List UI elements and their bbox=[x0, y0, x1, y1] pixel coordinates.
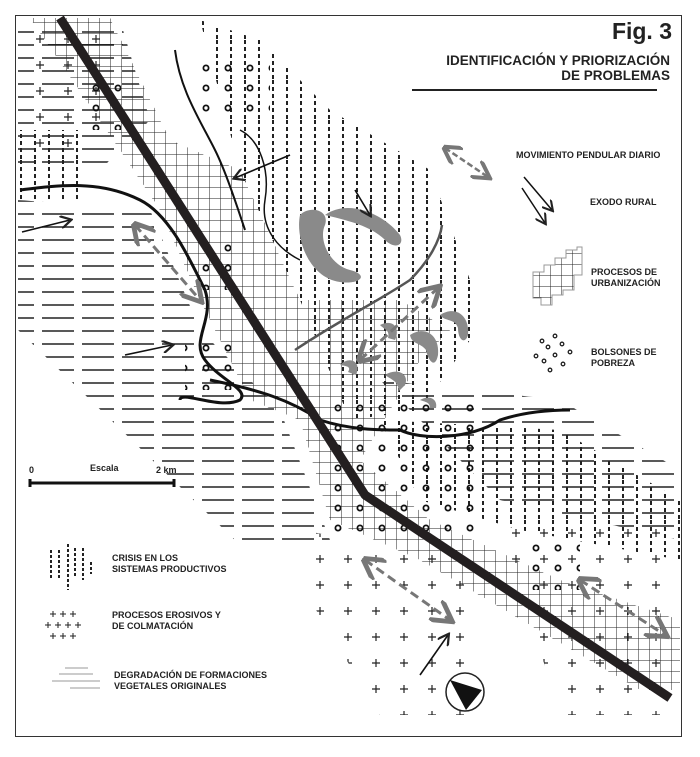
secondary-road bbox=[294, 224, 444, 352]
legend-exodo-label: EXODO RURAL bbox=[590, 197, 657, 207]
legend-pobreza-line-1: BOLSONES DE bbox=[591, 347, 657, 357]
scale-end-label: 2 km bbox=[156, 465, 177, 475]
rivers bbox=[19, 49, 571, 438]
scale-bar bbox=[28, 479, 176, 487]
north-compass-icon bbox=[445, 672, 485, 712]
title-underline bbox=[412, 89, 657, 91]
legend-erosivos-line-1: PROCESOS EROSIVOS Y bbox=[112, 610, 221, 620]
legend-erosivos-label: PROCESOS EROSIVOS Y DE COLMATACIÓN bbox=[112, 610, 221, 632]
scale-title: Escala bbox=[90, 463, 119, 473]
map-frame bbox=[15, 15, 682, 737]
legend-erosivos-line-2: DE COLMATACIÓN bbox=[112, 621, 194, 631]
legend-pendular-icon bbox=[445, 148, 488, 177]
legend-urbanizacion-line-1: PROCESOS DE bbox=[591, 267, 658, 277]
legend-crisis-line-2: SISTEMAS PRODUCTIVOS bbox=[112, 564, 227, 574]
title-line-1: IDENTIFICACIÓN Y PRIORIZACIÓN bbox=[446, 53, 670, 68]
map-title: IDENTIFICACIÓN Y PRIORIZACIÓN DE PROBLEM… bbox=[446, 53, 670, 83]
legend-crisis-label: CRISIS EN LOS SISTEMAS PRODUCTIVOS bbox=[112, 553, 227, 575]
pendular-arrows bbox=[135, 225, 665, 635]
main-highway bbox=[56, 15, 673, 702]
legend-crisis-icon bbox=[50, 544, 92, 590]
legend-urbanizacion-line-2: URBANIZACIÓN bbox=[591, 278, 661, 288]
legend-exodo-icon bbox=[521, 176, 552, 223]
exodo-arrows bbox=[21, 154, 448, 676]
legend-degradacion-icon bbox=[52, 667, 100, 689]
legend-erosivos-icon bbox=[45, 611, 81, 639]
legend-pendular-label: MOVIMIENTO PENDULAR DIARIO bbox=[516, 150, 661, 160]
title-line-2: DE PROBLEMAS bbox=[561, 68, 670, 83]
legend-pobreza-label: BOLSONES DE POBREZA bbox=[591, 347, 657, 369]
legend-degradacion-line-1: DEGRADACIÓN DE FORMACIONES bbox=[114, 670, 268, 680]
scale-start-label: 0 bbox=[29, 465, 35, 475]
legend-crisis-line-1: CRISIS EN LOS bbox=[112, 553, 179, 563]
figure-label: Fig. 3 bbox=[611, 18, 672, 44]
legend-degradacion-line-2: VEGETALES ORIGINALES bbox=[114, 681, 227, 691]
legend-degradacion-label: DEGRADACIÓN DE FORMACIONES VEGETALES ORI… bbox=[114, 670, 267, 692]
legend-pobreza-line-2: POBREZA bbox=[591, 358, 636, 368]
legend-urbanizacion-label: PROCESOS DE URBANIZACIÓN bbox=[591, 267, 661, 289]
legend-urbanizacion-icon bbox=[532, 246, 583, 306]
legend-pobreza-icon bbox=[533, 333, 573, 373]
